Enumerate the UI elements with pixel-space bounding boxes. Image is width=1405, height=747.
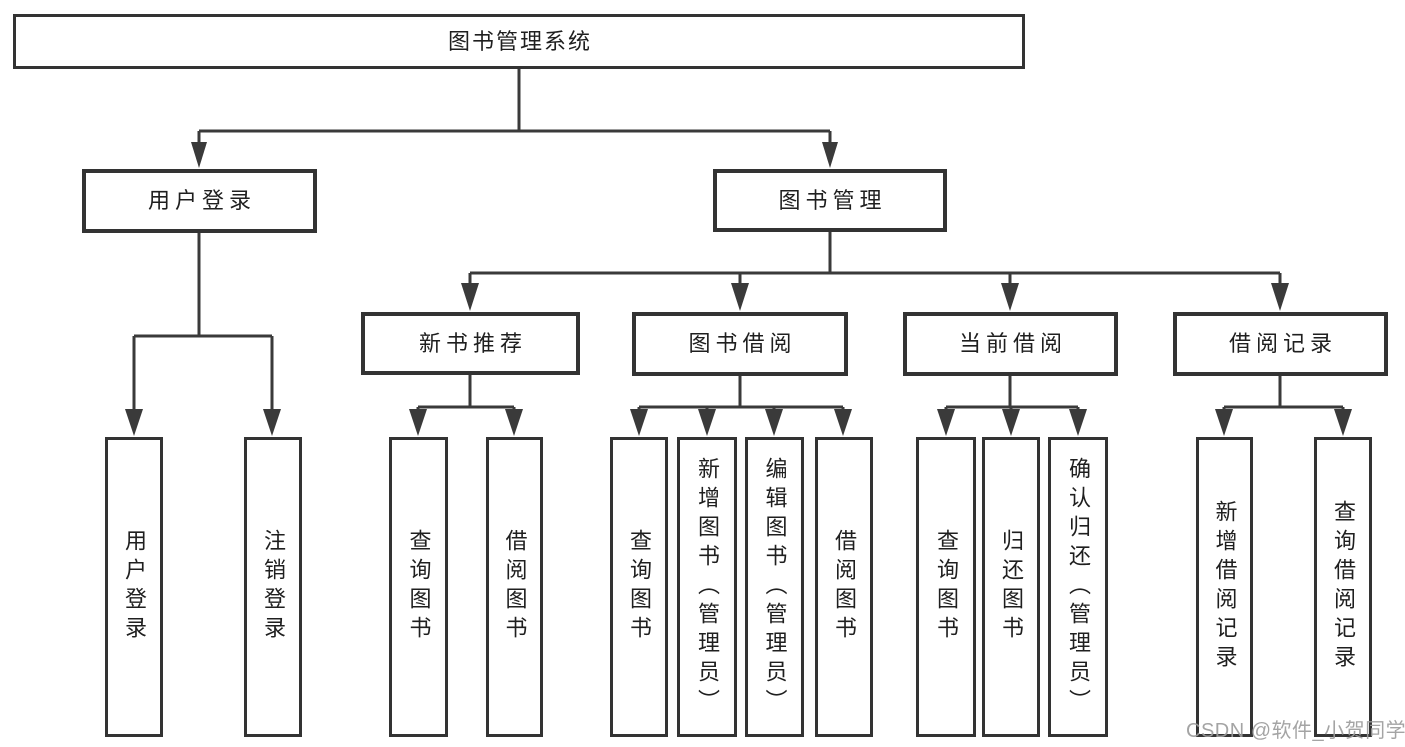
arrowhead (409, 409, 427, 436)
arrowhead (698, 409, 716, 436)
leaf-borrow-query-book-label: 查询图书 (627, 529, 652, 645)
arrowhead (822, 142, 838, 168)
connector-new-book-recommend-to-leaves (409, 375, 523, 436)
leaf-borrow-book-label: 借阅图书 (832, 529, 857, 645)
leaf-edit-book-admin-label: 编辑图书（管理员） (762, 456, 788, 718)
leaf-return-book: 归还图书 (982, 437, 1040, 737)
leaf-user-login-label: 用户登录 (122, 529, 147, 645)
leaf-add-borrow-record: 新增借阅记录 (1196, 437, 1253, 737)
arrowhead (191, 142, 207, 168)
leaf-add-book-admin: 新增图书（管理员） (677, 437, 737, 737)
node-book-management-label: 图书管理 (778, 187, 887, 213)
leaf-edit-book-admin: 编辑图书（管理员） (745, 437, 804, 737)
leaf-current-query-book: 查询图书 (916, 437, 976, 737)
node-borrow-record: 借阅记录 (1173, 312, 1388, 376)
leaf-logout-login-label: 注销登录 (261, 529, 286, 645)
leaf-confirm-return-admin: 确认归还（管理员） (1048, 437, 1108, 737)
connector-book-borrow-to-leaves (630, 376, 852, 436)
leaf-return-book-label: 归还图书 (999, 529, 1024, 645)
arrowhead (1215, 409, 1233, 436)
node-new-book-recommend-label: 新书推荐 (418, 330, 527, 356)
leaf-add-borrow-record-label: 新增借阅记录 (1212, 500, 1238, 674)
watermark: CSDN @软件_小贺同学 (1186, 720, 1405, 742)
node-book-borrow: 图书借阅 (632, 312, 848, 376)
arrowhead (937, 409, 955, 436)
node-root: 图书管理系统 (13, 14, 1025, 69)
node-current-borrow: 当前借阅 (903, 312, 1118, 376)
connector-borrow-record-to-leaves (1215, 376, 1352, 436)
arrowhead (125, 409, 143, 436)
leaf-recommend-query-book-label: 查询图书 (406, 529, 432, 645)
leaf-add-book-admin-label: 新增图书（管理员） (695, 456, 720, 718)
arrowhead (834, 409, 852, 436)
leaf-recommend-borrow-book: 借阅图书 (486, 437, 543, 737)
leaf-recommend-query-book: 查询图书 (389, 437, 448, 737)
arrowhead (1271, 283, 1289, 311)
node-current-borrow-label: 当前借阅 (958, 331, 1067, 356)
node-user-login-label: 用户登录 (147, 188, 256, 213)
arrowhead (505, 409, 523, 436)
arrowhead (263, 409, 281, 436)
leaf-query-borrow-record: 查询借阅记录 (1314, 437, 1372, 737)
connector-book-management-to-level3 (461, 232, 1289, 311)
node-user-login: 用户登录 (82, 169, 317, 233)
arrowhead (1001, 283, 1019, 311)
arrowhead (765, 409, 783, 436)
connector-root-to-level2 (191, 69, 838, 168)
node-root-label: 图书管理系统 (447, 28, 592, 54)
arrowhead (1002, 409, 1020, 436)
arrowhead (630, 409, 648, 436)
node-book-borrow-label: 图书借阅 (688, 331, 797, 356)
arrowhead (461, 283, 479, 311)
leaf-borrow-book: 借阅图书 (815, 437, 873, 737)
connector-current-borrow-to-leaves (937, 376, 1087, 436)
node-book-management: 图书管理 (713, 169, 947, 232)
arrowhead (1334, 409, 1352, 436)
node-borrow-record-label: 借阅记录 (1228, 331, 1337, 356)
leaf-user-login: 用户登录 (105, 437, 163, 737)
leaf-query-borrow-record-label: 查询借阅记录 (1331, 500, 1356, 674)
leaf-recommend-borrow-book-label: 借阅图书 (502, 529, 528, 645)
leaf-confirm-return-admin-label: 确认归还（管理员） (1066, 456, 1091, 718)
node-new-book-recommend: 新书推荐 (361, 312, 580, 375)
arrowhead (731, 283, 749, 311)
leaf-borrow-query-book: 查询图书 (610, 437, 668, 737)
leaf-logout-login: 注销登录 (244, 437, 302, 737)
arrowhead (1069, 409, 1087, 436)
connector-user-login-to-leaves (125, 233, 281, 436)
leaf-current-query-book-label: 查询图书 (934, 529, 959, 645)
